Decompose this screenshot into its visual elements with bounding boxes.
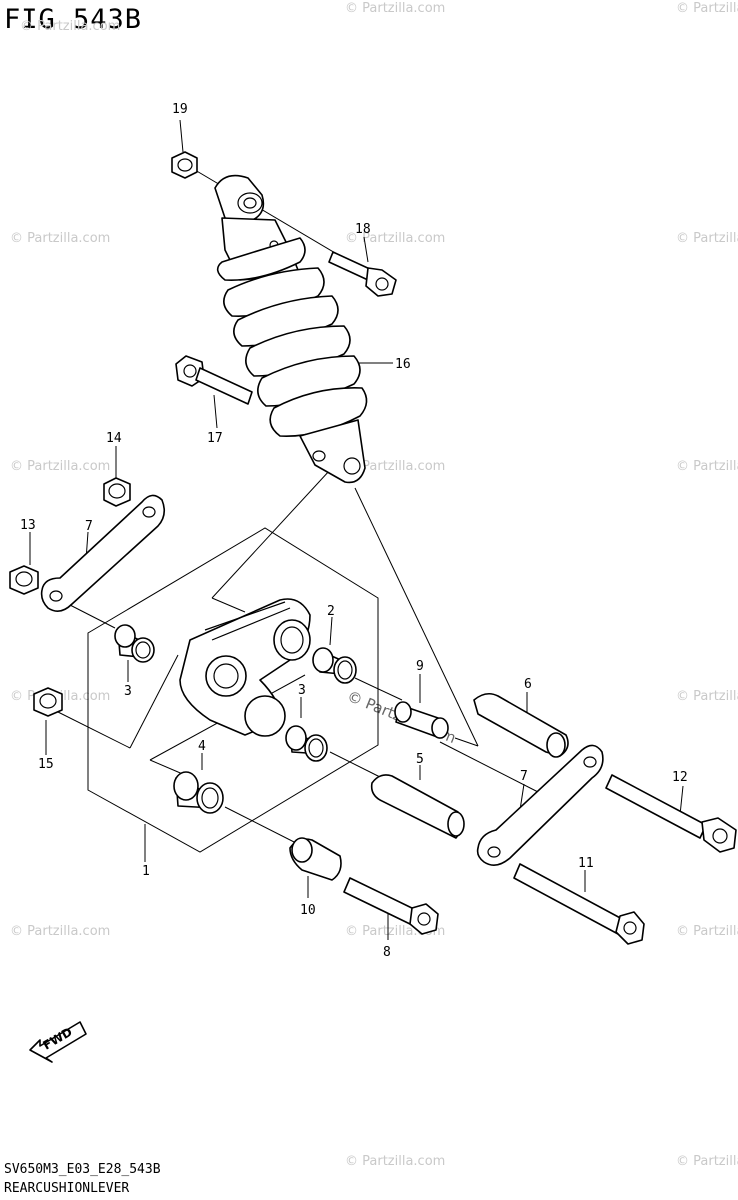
callout-5: 5	[416, 752, 424, 767]
callout-10: 10	[300, 903, 316, 918]
part-1-cushion-lever	[179, 598, 311, 737]
callout-3: 3	[298, 683, 306, 698]
callout-8: 8	[383, 945, 391, 960]
part-18-bolt	[328, 251, 397, 297]
watermark: © Partzilla.com	[676, 924, 738, 939]
callout-3: 3	[124, 684, 132, 699]
watermark: © Partzilla.com	[345, 1, 445, 16]
part-2-bearing	[312, 647, 357, 684]
callout-18: 18	[355, 222, 371, 237]
assembly-outline-1	[87, 527, 379, 853]
watermark: © Partzilla.com	[345, 231, 445, 246]
part-16-shock-absorber	[214, 174, 368, 484]
part-5-spacer	[370, 774, 465, 839]
part-11-bolt	[513, 863, 645, 945]
watermark: © Partzilla.com	[10, 231, 110, 246]
part-15-nut	[33, 687, 63, 717]
watermark: © Partzilla.com	[10, 924, 110, 939]
callout-1: 1	[142, 864, 150, 879]
part-19-nut	[171, 151, 198, 179]
figure-name: REARCUSHIONLEVER	[4, 1181, 130, 1196]
part-10-spacer	[289, 837, 342, 881]
callout-12: 12	[672, 770, 688, 785]
watermark: © Partzilla.com	[676, 1, 738, 16]
callout-15: 15	[38, 757, 54, 772]
figure-title: FIG 543B	[4, 4, 143, 35]
part-6-spacer	[473, 692, 569, 758]
callout-17: 17	[207, 431, 223, 446]
callout-2: 2	[327, 604, 335, 619]
callout-9: 9	[416, 659, 424, 674]
part-17-bolt	[175, 355, 253, 405]
part-9-spacer	[394, 701, 449, 739]
part-4-bearing	[173, 771, 224, 814]
callout-6: 6	[524, 677, 532, 692]
watermark: © Partzilla.com	[20, 19, 120, 34]
callout-7: 7	[520, 769, 528, 784]
watermark: © Partzilla.com	[676, 459, 738, 474]
leader-lines	[29, 119, 684, 940]
callout-16: 16	[395, 357, 411, 372]
part-8-bolt	[343, 877, 439, 935]
model-code: SV650M3_E03_E28_543B	[4, 1162, 161, 1177]
watermark: © Partzilla.com	[676, 231, 738, 246]
fwd-arrow-icon: FWD	[29, 1021, 87, 1063]
callout-14: 14	[106, 431, 122, 446]
callout-11: 11	[578, 856, 594, 871]
callout-4: 4	[198, 739, 206, 754]
watermark: © Partzilla.com	[345, 1154, 445, 1169]
watermark: © Partzilla.com	[345, 459, 445, 474]
part-12-bolt	[605, 774, 737, 853]
callout-labels: 1 2 3 3 4 5 6 7 7 8 9 10 11 12 13 14 15 …	[20, 102, 688, 960]
watermark: © Partzilla.com	[676, 1154, 738, 1169]
part-13-nut	[9, 565, 39, 595]
part-3-bearing-a	[114, 624, 155, 663]
callout-19: 19	[172, 102, 188, 117]
watermark: © Partzilla.com	[10, 459, 110, 474]
part-7-cushion-rod-left	[40, 494, 166, 612]
watermark-layer: © Partzilla.com © Partzilla.com © Partzi…	[10, 1, 738, 1169]
part-3-bearing-b	[285, 725, 328, 762]
callout-13: 13	[20, 518, 36, 533]
part-14-nut	[103, 477, 131, 507]
watermark: © Partzilla.com	[676, 689, 738, 704]
part-7-cushion-rod-right	[476, 744, 604, 866]
callout-7: 7	[85, 519, 93, 534]
